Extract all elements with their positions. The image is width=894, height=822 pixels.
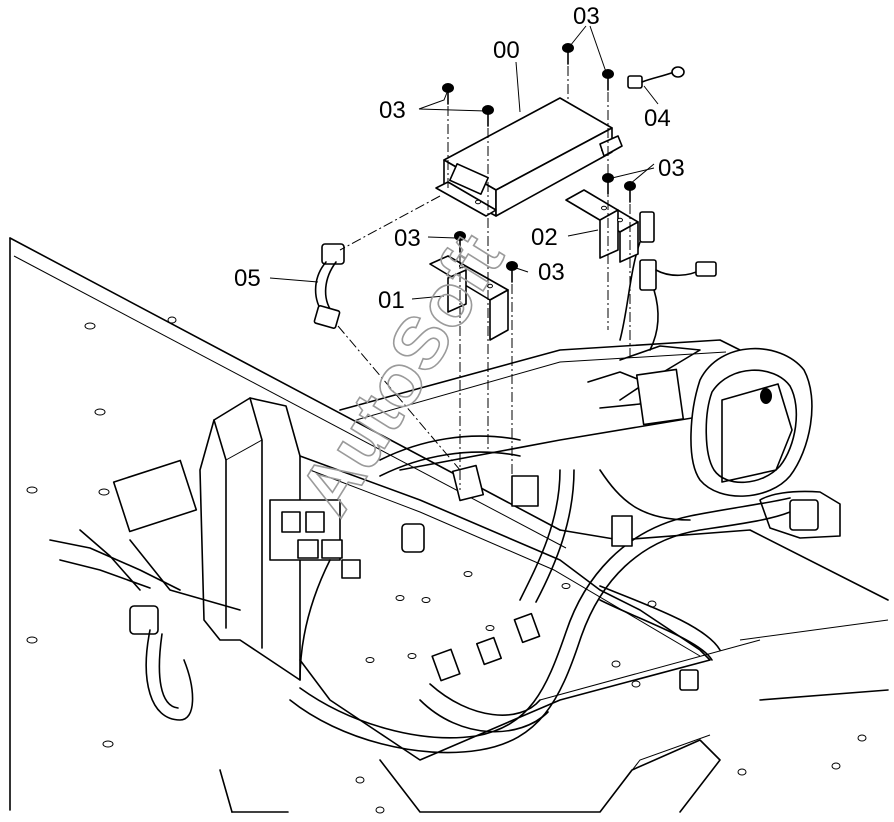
callout-02: 02 — [531, 224, 558, 251]
callout-03-mid: 03 — [394, 225, 421, 252]
leader-lines — [269, 25, 659, 300]
callout-05: 05 — [234, 265, 261, 292]
callout-03-lower: 03 — [538, 259, 565, 286]
mounting-plate — [299, 455, 711, 761]
callout-03-right: 03 — [658, 155, 685, 182]
round-motor-housing — [690, 347, 841, 539]
wire-harness — [289, 435, 791, 754]
callout-01: 01 — [378, 287, 405, 314]
callout-03-top: 03 — [573, 3, 600, 30]
callout-labels: 00 01 02 03 03 03 03 03 04 05 — [234, 3, 685, 314]
harness-05 — [313, 243, 345, 330]
controller-box — [435, 97, 623, 217]
callout-03-left: 03 — [379, 97, 406, 124]
callout-04: 04 — [644, 105, 671, 132]
bracket-01 — [429, 255, 509, 341]
screws-03 — [442, 43, 636, 283]
watermark-text: AutoSoft — [283, 220, 519, 529]
assembly-centerlines — [337, 66, 631, 490]
callout-00: 00 — [493, 37, 520, 64]
bracket-02 — [565, 189, 639, 263]
left-frame — [49, 397, 361, 721]
sensor-04 — [627, 66, 685, 89]
